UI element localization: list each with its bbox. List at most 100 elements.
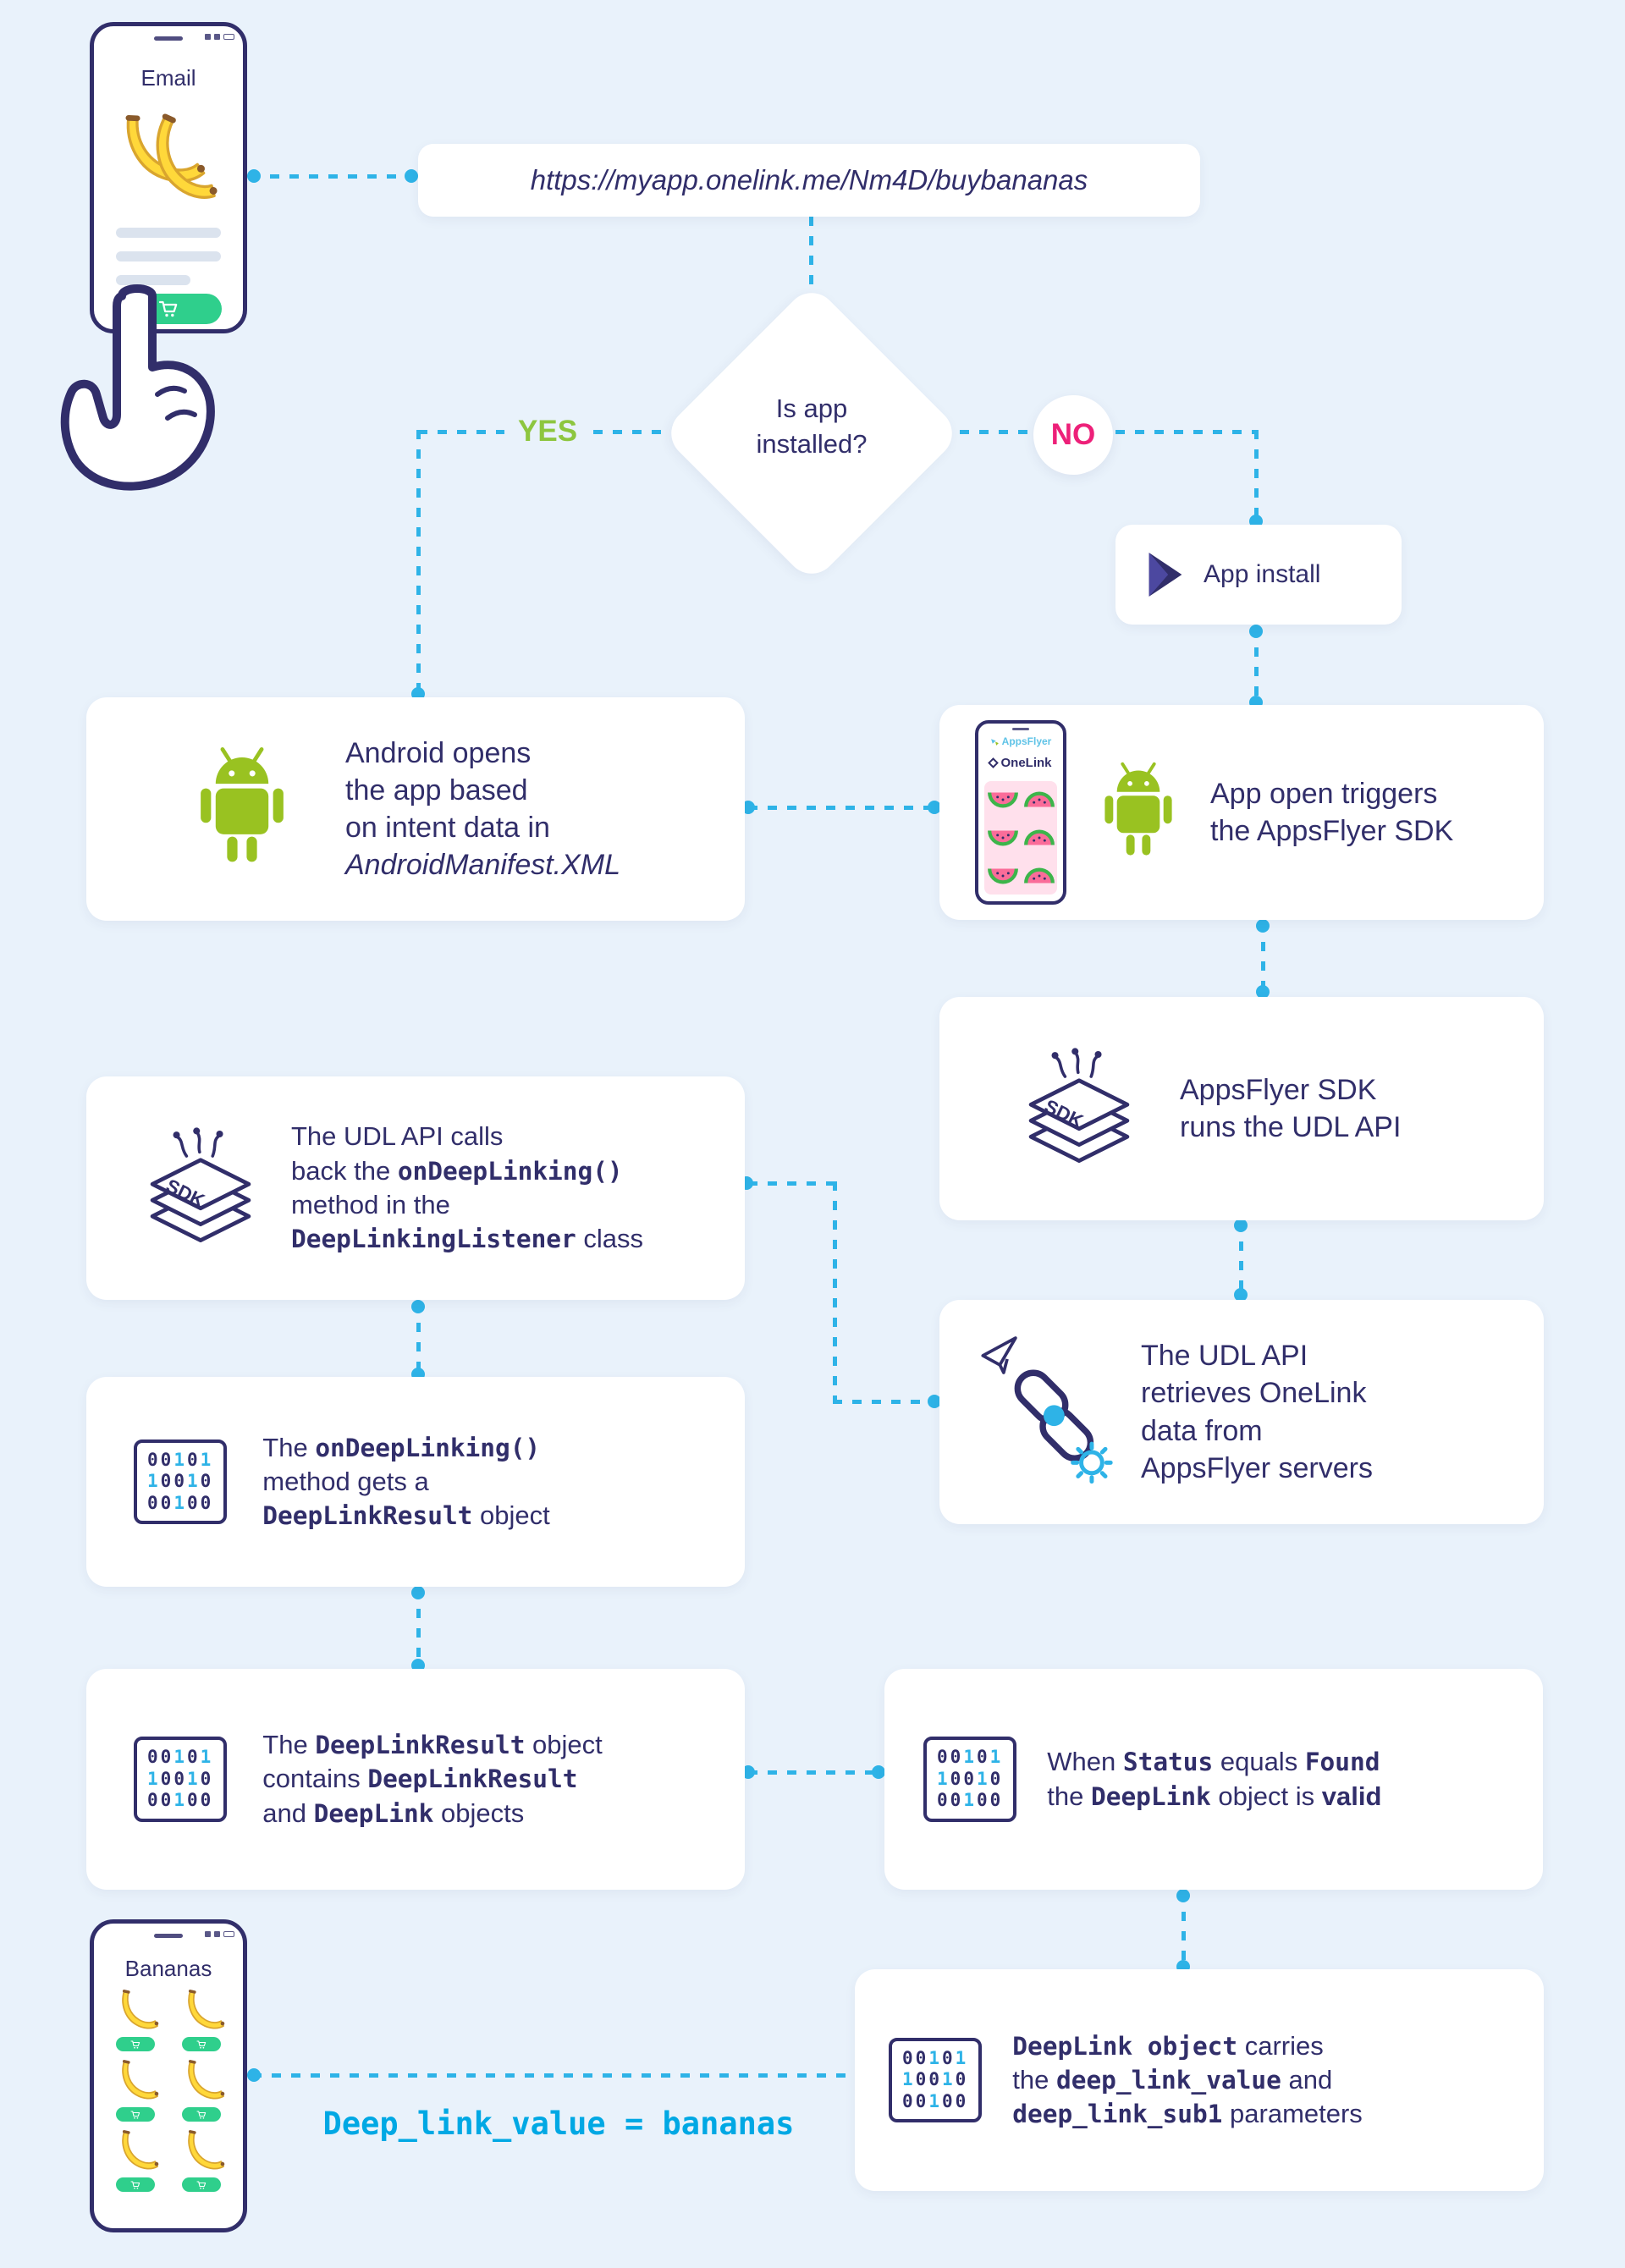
- banana-product-item: [171, 2056, 232, 2122]
- connector-dot: [928, 801, 941, 814]
- connector-carries-to-phone: [252, 2073, 855, 2078]
- onelink-logo: OneLink: [978, 756, 1063, 770]
- onelink-chain-icon: [981, 1335, 1113, 1484]
- connector-install-to-appopen: [1254, 628, 1259, 706]
- google-play-icon: [1149, 553, 1182, 597]
- buy-button: [116, 2037, 155, 2051]
- connector-gets-to-contains: [416, 1589, 421, 1669]
- android-robot-icon: [185, 745, 300, 873]
- appsflyer-logo: AppsFlyer: [978, 735, 1063, 747]
- connector-dot: [411, 1300, 425, 1313]
- onelink-logo-mark: [988, 757, 1000, 768]
- connector-dot: [872, 1765, 885, 1779]
- decision-question: Is app installed?: [756, 394, 868, 459]
- appsflyer-logo-mark: [990, 738, 999, 746]
- connector-retrieves-to-calls-1: [748, 1181, 836, 1186]
- connector-dot: [741, 1765, 755, 1779]
- connector-email-to-url: [251, 174, 418, 179]
- connector-retrieves-to-calls-3: [833, 1400, 939, 1404]
- connector-dot: [928, 1395, 941, 1408]
- onelink-url-text: https://myapp.onelink.me/Nm4D/buybananas: [530, 164, 1088, 195]
- email-text-line: [116, 251, 221, 261]
- appsflyer-brand-text: AppsFlyer: [1001, 735, 1052, 747]
- connector-no-vertical: [1254, 430, 1259, 525]
- phone-speaker: [154, 1934, 183, 1938]
- gear-icon: [1071, 1441, 1113, 1484]
- connector-url-to-decision: [809, 217, 813, 289]
- step-udl-callback: The UDL API calls back the onDeepLinking…: [86, 1076, 745, 1300]
- phone-speaker: [154, 36, 183, 41]
- step-text: The UDL API retrieves OneLink data from …: [1141, 1340, 1373, 1484]
- connector-contains-to-status: [748, 1770, 882, 1775]
- sdk-layers-icon: [1009, 1046, 1149, 1171]
- step-text: AppsFlyer SDK runs the UDL API: [1180, 1073, 1402, 1143]
- step-text: The onDeepLinking() method gets a DeepLi…: [262, 1432, 550, 1531]
- app-install-label: App install: [1204, 560, 1321, 588]
- connector-dot: [411, 1586, 425, 1599]
- yes-branch-label: YES: [504, 411, 592, 452]
- buy-button: [116, 2177, 155, 2192]
- buy-button: [182, 2107, 221, 2122]
- step-app-install: App install: [1115, 525, 1402, 625]
- watermelon-banner-image: [984, 781, 1057, 895]
- email-text-line: [116, 275, 190, 285]
- step-text: The DeepLinkResult object contains DeepL…: [262, 1730, 603, 1828]
- connector-calls-to-gets: [416, 1303, 421, 1378]
- step-android-opens: Android opens the app based on intent da…: [86, 697, 745, 921]
- connector-yes-vertical: [416, 430, 421, 699]
- step-app-open-triggers: AppsFlyer OneLink App open triggers the …: [939, 705, 1544, 920]
- connector-dot: [405, 169, 418, 183]
- banana-product-item: [105, 2127, 166, 2192]
- step-text: DeepLink object carries the deep_link_va…: [1012, 2030, 1363, 2129]
- buy-button: [116, 2107, 155, 2122]
- onelink-product-text: OneLink: [1000, 756, 1052, 770]
- phone-speaker: [1012, 728, 1029, 730]
- connector-androidopens-to-appopen: [748, 806, 938, 810]
- phone-status-icons: [205, 34, 234, 40]
- banana-product-item: [105, 2056, 166, 2122]
- banana-product-image: [109, 101, 228, 211]
- android-robot-icon: [1103, 762, 1174, 857]
- connector-dot: [1234, 1288, 1248, 1302]
- step-text: App open triggers the AppsFlyer SDK: [1210, 777, 1454, 847]
- sdk-layers-icon: [130, 1126, 271, 1251]
- connector-dot: [1176, 1889, 1190, 1902]
- email-text-line: [116, 228, 221, 238]
- connector-appopen-to-sdkruns: [1261, 922, 1265, 995]
- banana-product-item: [105, 1986, 166, 2051]
- step-text: Android opens the app based on intent da…: [345, 736, 621, 882]
- step-text: The UDL API calls back the onDeepLinking…: [291, 1121, 643, 1254]
- buy-button: [182, 2177, 221, 2192]
- onelink-url: https://myapp.onelink.me/Nm4D/buybananas: [418, 144, 1200, 217]
- connector-dot: [1249, 625, 1263, 638]
- appsflyer-phone-mockup: AppsFlyer OneLink: [975, 720, 1066, 905]
- connector-dot: [1256, 985, 1270, 999]
- connector-dot: [1234, 1219, 1248, 1232]
- bananas-app-title: Bananas: [124, 1956, 212, 1981]
- connector-sdkruns-to-retrieves: [1239, 1222, 1243, 1298]
- banana-product-item: [171, 2127, 232, 2192]
- connector-dot: [741, 801, 755, 814]
- step-text: When Status equals Found the DeepLink ob…: [1047, 1747, 1382, 1811]
- step-sdk-runs-udl: AppsFlyer SDK runs the UDL API: [939, 997, 1544, 1220]
- connector-status-to-carries: [1182, 1892, 1186, 1970]
- bananas-phone-mockup: Bananas: [90, 1919, 247, 2232]
- email-app-title: Email: [140, 65, 196, 91]
- banana-product-item: [171, 1986, 232, 2051]
- buy-button: [182, 2037, 221, 2051]
- connector-retrieves-to-calls-2: [833, 1181, 837, 1403]
- connector-dot: [1256, 919, 1270, 933]
- deep-link-value-note: Deep_link_value = bananas: [322, 2106, 795, 2142]
- phone-status-icons: [205, 1931, 234, 1937]
- step-udl-retrieves: The UDL API retrieves OneLink data from …: [939, 1300, 1544, 1524]
- pointing-hand-illustration: [60, 284, 215, 491]
